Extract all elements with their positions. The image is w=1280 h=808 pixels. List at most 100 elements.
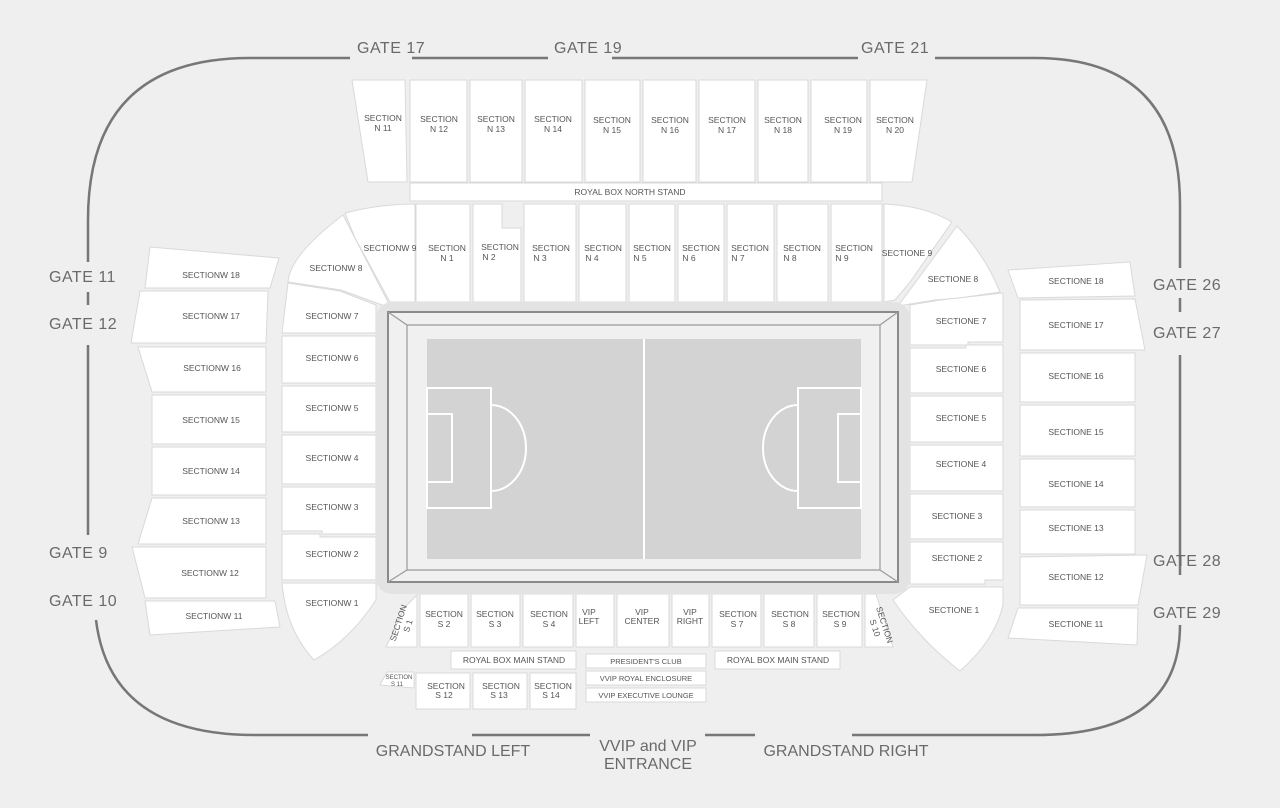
section-n20[interactable]: [869, 79, 928, 183]
gate-10-label: GATE 10: [49, 593, 117, 610]
section-s10[interactable]: [864, 593, 894, 648]
section-w3[interactable]: [281, 486, 377, 535]
vvip-entrance-label-line2: ENTRANCE: [604, 756, 692, 773]
left-penalty-arc: [490, 404, 527, 492]
west-lower-tier: [281, 282, 377, 661]
vip-left[interactable]: [575, 593, 615, 648]
section-n17[interactable]: [698, 79, 756, 183]
section-w12[interactable]: [131, 546, 267, 599]
section-w5[interactable]: [281, 385, 377, 433]
section-e18[interactable]: [1007, 261, 1136, 299]
section-e3[interactable]: [909, 493, 1004, 540]
section-n11[interactable]: [351, 79, 408, 183]
section-n19[interactable]: [810, 79, 868, 183]
gate-28-label: GATE 28: [1153, 553, 1221, 570]
section-w14[interactable]: [151, 446, 267, 496]
north-lower-tier: SECTIONW 9 SECTIONW 8 SECTIONE 9 SECTION…: [287, 203, 1001, 307]
vip-center[interactable]: [616, 593, 670, 648]
vvip-royal-enclosure[interactable]: [585, 670, 707, 686]
vip-right[interactable]: [671, 593, 710, 648]
section-s14[interactable]: [529, 672, 577, 710]
section-w18[interactable]: [144, 246, 280, 289]
right-penalty-arc: [762, 404, 799, 492]
gate-21-label: GATE 21: [861, 40, 929, 57]
section-e14[interactable]: [1019, 458, 1136, 508]
royal-box-north-stand[interactable]: [409, 182, 883, 202]
section-n12[interactable]: [409, 79, 468, 183]
section-n16[interactable]: [642, 79, 697, 183]
section-s11[interactable]: [379, 671, 415, 689]
section-e2[interactable]: [909, 541, 1004, 585]
east-lower-tier: [892, 292, 1004, 672]
section-s8[interactable]: [763, 593, 815, 648]
section-n18[interactable]: [757, 79, 809, 183]
section-n9[interactable]: [830, 203, 883, 303]
section-w17[interactable]: [130, 290, 269, 344]
outer-ring: [86, 56, 1182, 737]
section-s4[interactable]: [522, 593, 574, 648]
section-n3[interactable]: [523, 203, 577, 303]
section-e12[interactable]: [1019, 554, 1148, 606]
section-e15[interactable]: [1019, 404, 1136, 457]
section-e16[interactable]: [1019, 352, 1136, 403]
section-n1[interactable]: [415, 203, 471, 303]
section-s3[interactable]: [470, 593, 521, 648]
section-s9[interactable]: [816, 593, 863, 648]
field-stand-bevel: [387, 311, 899, 583]
section-s2[interactable]: [419, 593, 469, 648]
west-upper-tier: [130, 246, 281, 636]
section-e13[interactable]: [1019, 509, 1136, 555]
section-s1[interactable]: [385, 593, 418, 648]
gate-9-label: GATE 9: [49, 545, 108, 562]
left-goal-area: [426, 413, 453, 483]
section-w1[interactable]: [281, 582, 377, 661]
gate-27-label: GATE 27: [1153, 325, 1221, 342]
section-e5[interactable]: [909, 395, 1004, 443]
vvip-executive-lounge[interactable]: [585, 687, 707, 703]
right-goal-area: [837, 413, 862, 483]
section-n13[interactable]: [469, 79, 523, 183]
section-s7[interactable]: [711, 593, 762, 648]
section-n2[interactable]: [472, 203, 522, 303]
section-w13[interactable]: [137, 497, 267, 545]
gate-19-label: GATE 19: [554, 40, 622, 57]
section-w2[interactable]: [281, 533, 377, 581]
gate-11-label: GATE 11: [49, 269, 116, 286]
section-n7[interactable]: [726, 203, 775, 303]
section-w11[interactable]: [144, 600, 281, 636]
royal-box-main-stand-left[interactable]: [450, 650, 577, 670]
east-upper-tier: [1007, 261, 1148, 646]
field: [376, 302, 910, 594]
section-n15[interactable]: [584, 79, 641, 183]
gate-17-label: GATE 17: [357, 40, 425, 57]
section-e11[interactable]: [1007, 607, 1139, 646]
section-w4[interactable]: [281, 434, 377, 485]
royal-box-main-stand-right[interactable]: [714, 650, 841, 670]
section-s12[interactable]: [415, 672, 471, 710]
section-w15[interactable]: [151, 394, 267, 445]
presidents-club[interactable]: [585, 653, 707, 669]
section-n5[interactable]: [628, 203, 676, 303]
section-e6[interactable]: [909, 344, 1004, 394]
section-e1[interactable]: [892, 586, 1004, 672]
section-n4[interactable]: [578, 203, 627, 303]
section-e9[interactable]: [883, 203, 953, 303]
gate-12-label: GATE 12: [49, 316, 117, 333]
gate-26-label: GATE 26: [1153, 277, 1221, 294]
grandstand-right-entrance-label: GRANDSTAND RIGHT: [763, 743, 928, 760]
section-n14[interactable]: [524, 79, 583, 183]
section-w6[interactable]: [281, 335, 377, 384]
vvip-entrance-label-line1: VVIP and VIP: [599, 738, 697, 755]
section-w8[interactable]: [287, 214, 389, 307]
section-e7[interactable]: [909, 292, 1004, 346]
section-e4[interactable]: [909, 444, 1004, 492]
section-w16[interactable]: [137, 346, 267, 393]
section-n8[interactable]: [776, 203, 829, 303]
section-e17[interactable]: [1019, 298, 1146, 351]
section-n6[interactable]: [677, 203, 725, 303]
section-s13[interactable]: [472, 672, 528, 710]
